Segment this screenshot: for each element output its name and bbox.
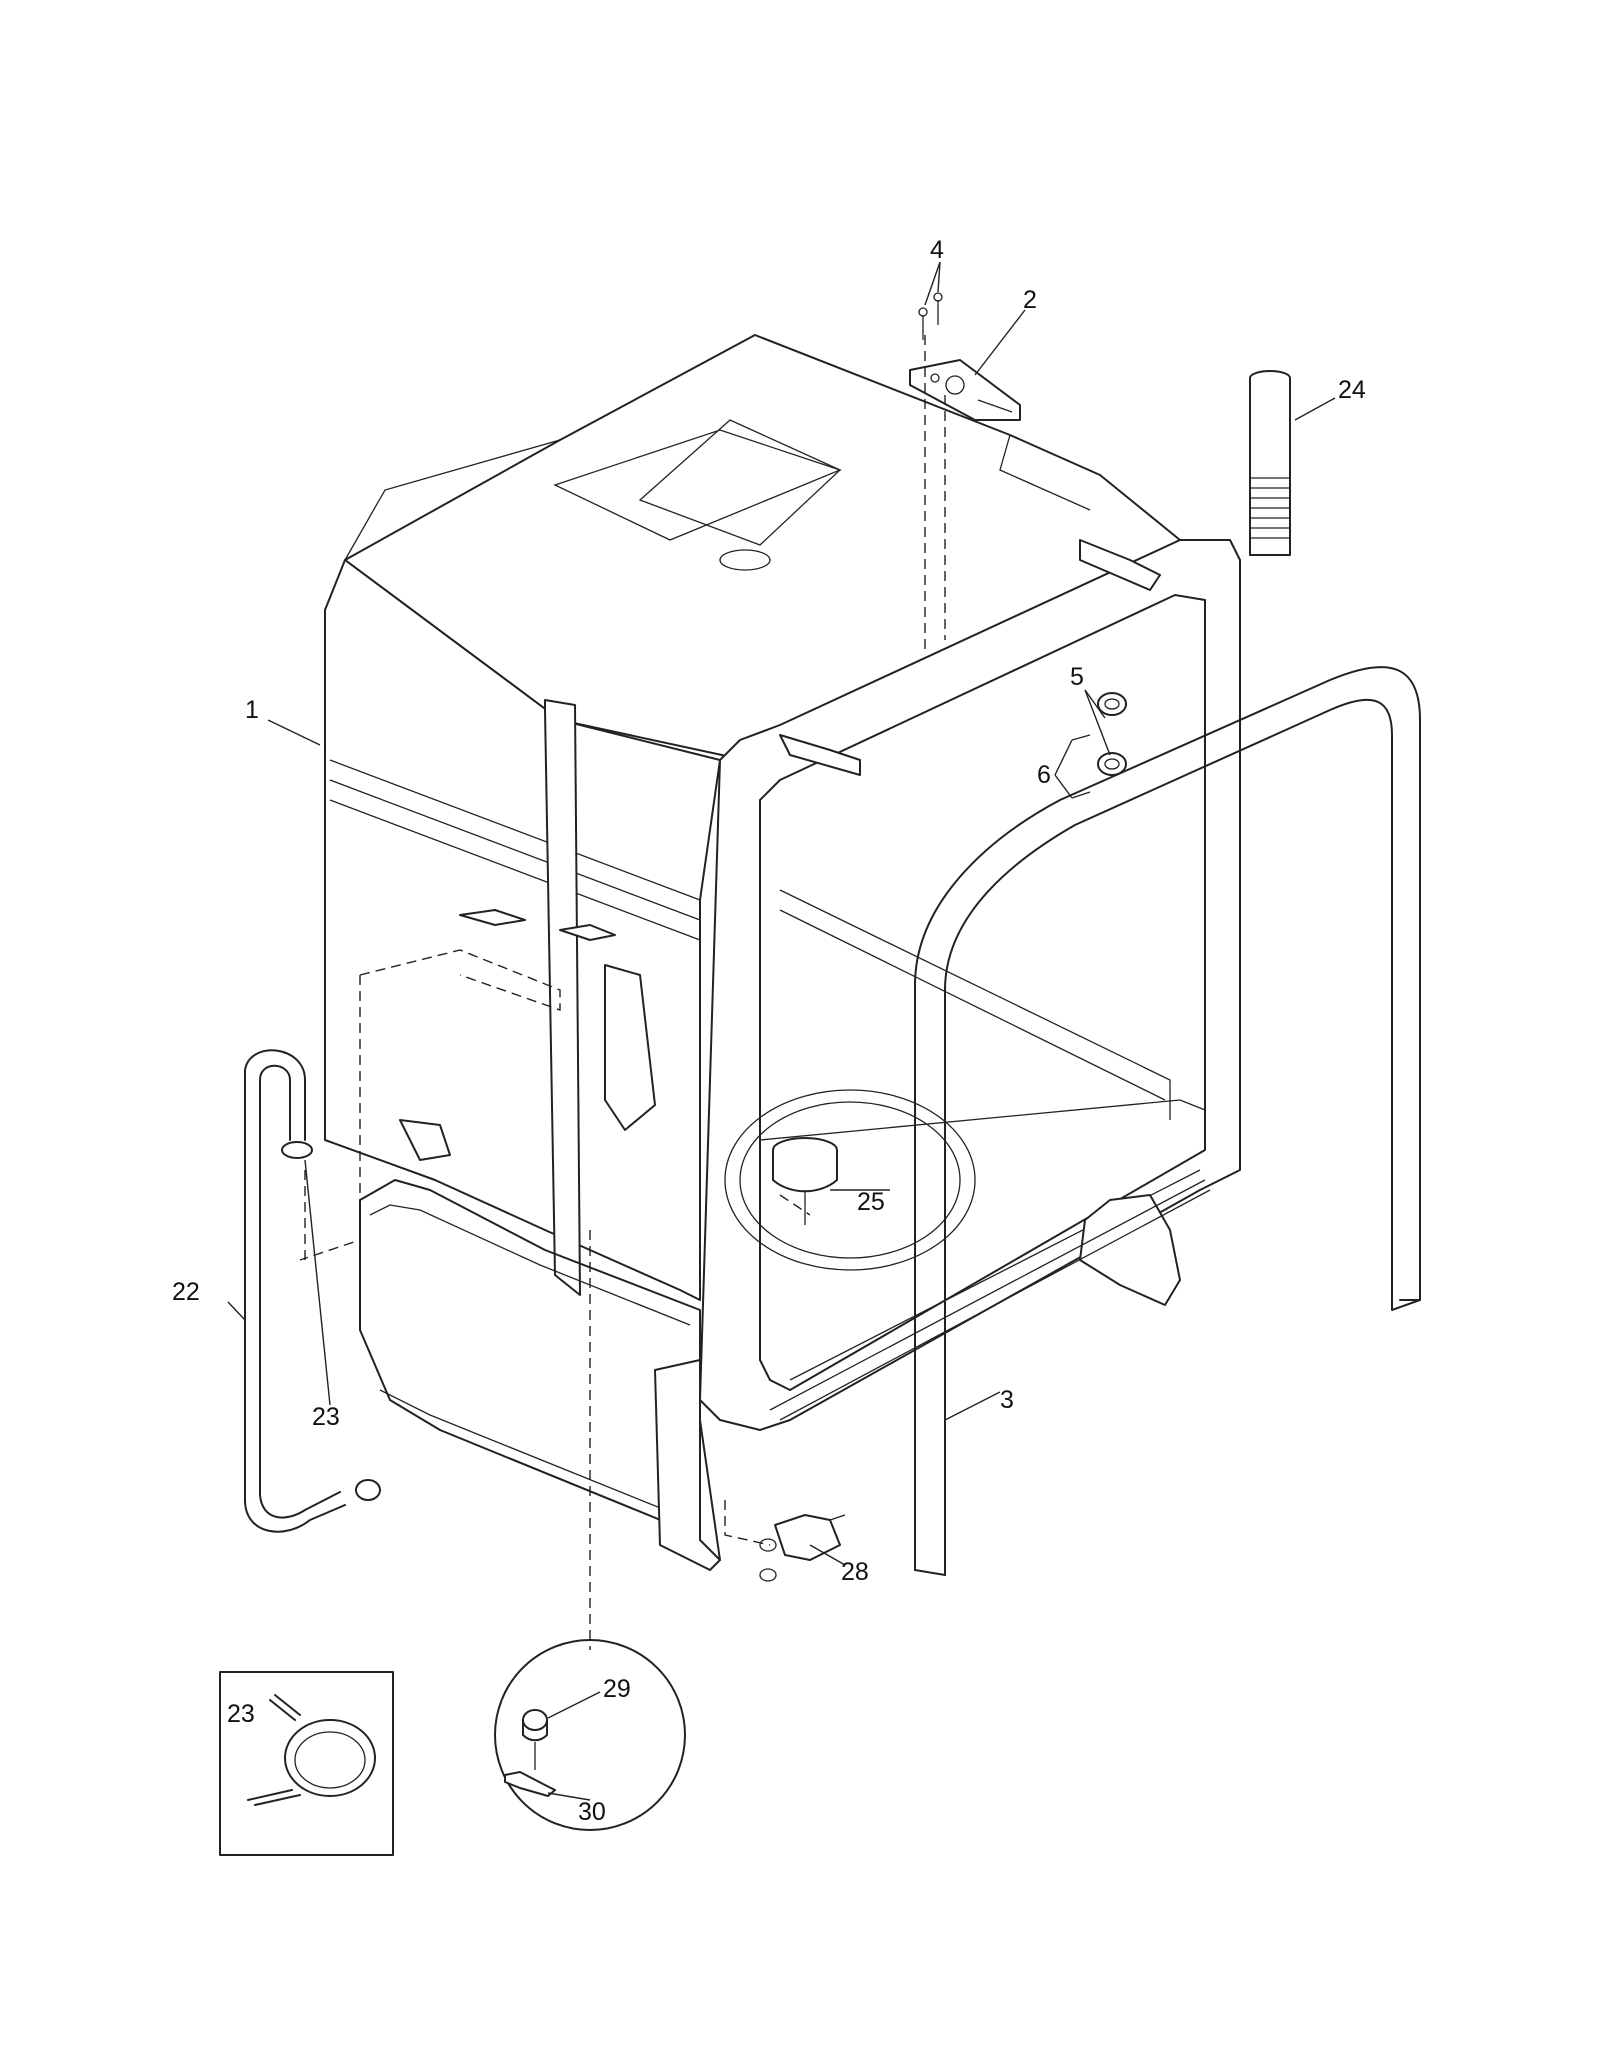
part-24-vent-tube: [1249, 370, 1291, 556]
part-2-bracket: [909, 359, 1021, 421]
detail-box-23: [219, 1671, 394, 1856]
callout-29: 29: [603, 1675, 631, 1703]
callouts: 1 2 3 4 5 6 22 23 23 24 25 28 29 30: [172, 236, 1366, 1826]
callout-2: 2: [1023, 286, 1037, 314]
callout-22: 22: [172, 1278, 200, 1306]
part-22-hose: [244, 1049, 346, 1533]
hidden-lines: [299, 335, 946, 1650]
callout-6: 6: [1037, 761, 1051, 789]
callout-5: 5: [1070, 663, 1084, 691]
callout-23-upper: 23: [312, 1403, 340, 1431]
callout-28: 28: [841, 1558, 869, 1586]
callout-1: 1: [245, 696, 259, 724]
part-23-clamp-upper: [281, 1141, 313, 1159]
detail-circle-29-30: [494, 1639, 686, 1831]
callout-23-detail: 23: [227, 1700, 255, 1728]
part-5-grommets: [1097, 692, 1127, 776]
callout-24: 24: [1338, 376, 1366, 404]
part-4-screws: [918, 292, 943, 340]
part-6-screws: [1071, 734, 1091, 799]
part-28-switch: [759, 1514, 846, 1582]
callout-25: 25: [857, 1188, 885, 1216]
callout-3: 3: [1000, 1386, 1014, 1414]
callout-30: 30: [578, 1798, 606, 1826]
part-25-float: [772, 1137, 838, 1225]
leader-lines: [227, 261, 1336, 1801]
part-23-clamp-lower: [355, 1479, 381, 1501]
tub-body: [324, 334, 1241, 1571]
door-gasket: [914, 666, 1421, 1576]
callout-4: 4: [930, 236, 944, 264]
